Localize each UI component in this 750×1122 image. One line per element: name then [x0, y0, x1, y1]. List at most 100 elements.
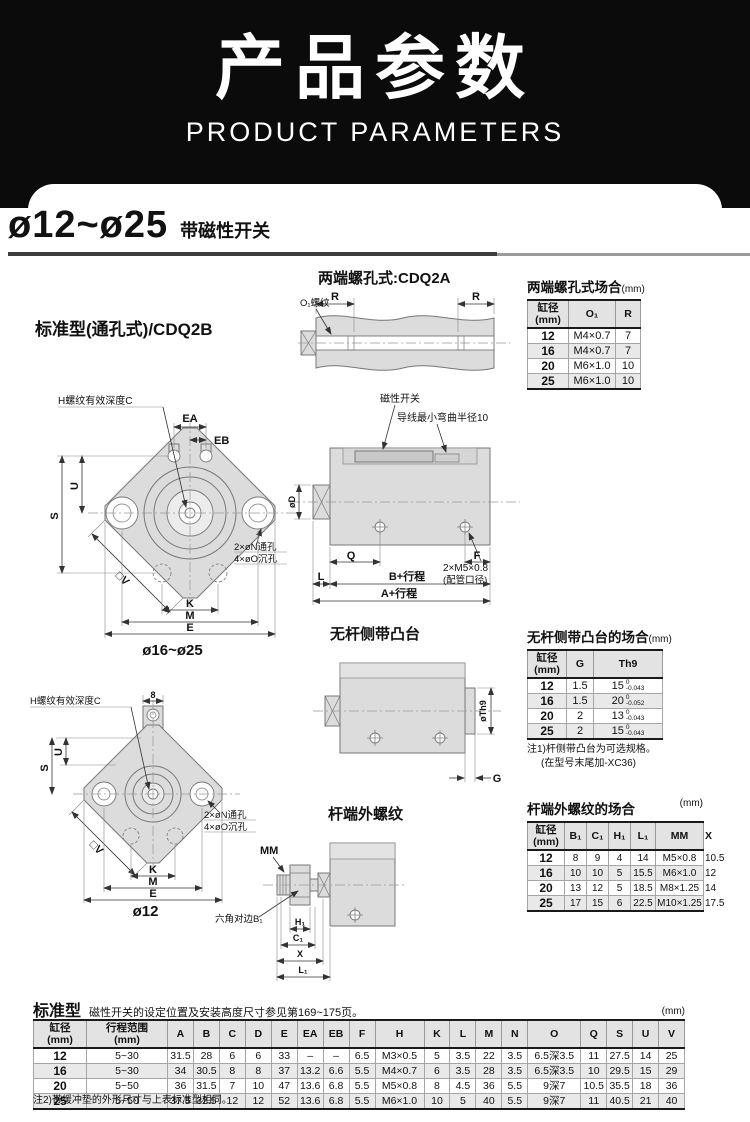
dim-r-right: R	[472, 291, 480, 303]
dim-b-stroke: B+行程	[389, 569, 425, 583]
table3-unit: (mm)	[679, 798, 703, 809]
boss-table-note2: (在型号末尾加-XC36)	[541, 758, 637, 770]
table-cell: 5.5	[348, 1063, 376, 1080]
dim-v: □V	[113, 570, 132, 589]
column-header: MM	[655, 820, 704, 852]
table-cell: 9深7	[527, 1078, 582, 1095]
tolerance-limit: -0.052	[625, 699, 645, 707]
front-large-dimensions: H螺纹有效深度C EA EB U S □V 2×øN通孔 4×øO沉孔 K M …	[49, 394, 287, 638]
table-cell: 15.5	[630, 865, 656, 882]
table-cell: 13.6	[296, 1093, 324, 1110]
switch-label: 磁性开关	[380, 392, 420, 405]
dim-m-small: M	[148, 876, 157, 888]
dim-d: øD	[287, 496, 297, 508]
table2-title-text: 无杆侧带凸台的场合	[527, 630, 649, 645]
page-subtitle: PRODUCT PARAMETERS	[185, 117, 565, 147]
table-cell: 5	[608, 865, 631, 882]
banner: 产品参数 PRODUCT PARAMETERS	[0, 0, 750, 208]
column-header: U	[632, 1018, 660, 1050]
table-cell: 11	[580, 1093, 608, 1110]
tolerance-value: 13	[611, 709, 624, 722]
table-cell: 40	[475, 1093, 503, 1110]
dim-a-stroke: A+行程	[381, 586, 417, 600]
content-card-top	[28, 184, 722, 244]
dim-u: U	[69, 482, 81, 490]
dim-s-small: S	[39, 764, 51, 771]
side-dimensions: 磁性开关 导线最小弯曲半径10 øD 2×M5×0.8 (配管口径) Q F L…	[287, 392, 491, 605]
table-cell: 7	[615, 327, 641, 345]
table-cell: 3.5	[501, 1047, 529, 1065]
boss-title: 无杆侧带凸台	[330, 626, 421, 643]
dim-q: Q	[347, 550, 356, 562]
column-header: D	[244, 1018, 272, 1050]
tolerance-value: 15	[611, 724, 624, 737]
dim-ea: EA	[182, 413, 197, 425]
table-cell: 20	[527, 708, 567, 725]
table-cell: 18	[632, 1078, 660, 1095]
front-view-large-diagram: H螺纹有效深度C EA EB U S □V 2×øN通孔 4×øO沉孔 K M …	[49, 394, 300, 638]
table-cell: 6	[218, 1047, 246, 1065]
table-cell: 6	[608, 895, 631, 912]
column-header: C₁	[586, 820, 609, 852]
column-header: 行程范围 (mm)	[86, 1018, 168, 1050]
standard-unit: (mm)	[661, 1006, 685, 1017]
table-cell: 10	[564, 865, 587, 882]
table-cell: 6.5	[348, 1047, 376, 1065]
table-cell: 2	[566, 723, 594, 740]
tolerance-limit: -0.043	[625, 729, 645, 737]
table-cell: 8	[423, 1078, 451, 1095]
dim-g: G	[493, 773, 502, 785]
table-cell: 36	[167, 1078, 194, 1095]
column-header: B	[192, 1018, 220, 1050]
hex-label: 六角对边B₁	[215, 913, 263, 925]
table-cell: M5×0.8	[374, 1078, 425, 1095]
boss-body	[313, 662, 501, 782]
rod-end-diagram: MM 六角对边B₁ H₁ C₁ X L₁	[215, 842, 405, 981]
table-cell: 12	[527, 327, 569, 345]
table-cell: 36	[658, 1078, 685, 1095]
dim-eb: EB	[214, 435, 229, 447]
table-cell: 1.5	[566, 677, 594, 695]
table-cell: 52	[270, 1093, 298, 1110]
table-cell: 10.5	[580, 1078, 608, 1095]
table-cell: 5~50	[86, 1078, 168, 1095]
heading-rule-light	[497, 253, 750, 256]
cdq2a-title: 两端螺孔式:CDQ2A	[318, 270, 451, 287]
table1-title: 两端螺孔式场合(mm)	[527, 276, 677, 296]
table-cell: 20	[527, 358, 569, 375]
dim-f: F	[474, 550, 481, 562]
table-cell: 10	[586, 865, 609, 882]
h-thread-label-small: H螺纹有效深度C	[30, 695, 101, 707]
dim-l: L	[318, 571, 325, 583]
dim-u-small: U	[53, 748, 65, 756]
column-header: 缸径 (mm)	[527, 820, 565, 852]
cdq2a-dimensions: R R O₁螺纹	[300, 291, 495, 335]
table-cell: 37.5	[167, 1093, 194, 1110]
table-cell: M8×1.25	[655, 880, 704, 897]
table-cell: 16	[527, 693, 567, 710]
table-cell: 12	[33, 1047, 87, 1065]
column-header: L	[449, 1018, 477, 1050]
tolerance-value: 15	[611, 679, 624, 692]
table-cell: 15	[632, 1063, 660, 1080]
tolerance-stack: 0-0.043	[625, 724, 645, 737]
standard-note: 注2)带缓冲垫的外形尺寸与上表标准型相同。	[33, 1095, 232, 1106]
table-cell: 40	[658, 1093, 685, 1110]
table2-unit: (mm)	[648, 634, 672, 645]
table-cell: 34	[167, 1063, 194, 1080]
column-header: V	[658, 1018, 685, 1050]
table-cell: 3.5	[501, 1063, 529, 1080]
n-holes-label: 2×øN通孔	[234, 542, 277, 553]
column-header: E	[270, 1018, 298, 1050]
table-cell: 5.5	[348, 1093, 376, 1110]
table-cell: 30.5	[192, 1063, 220, 1080]
table-cell: 6	[244, 1047, 272, 1065]
h-thread-label: H螺纹有效深度C	[58, 394, 132, 407]
